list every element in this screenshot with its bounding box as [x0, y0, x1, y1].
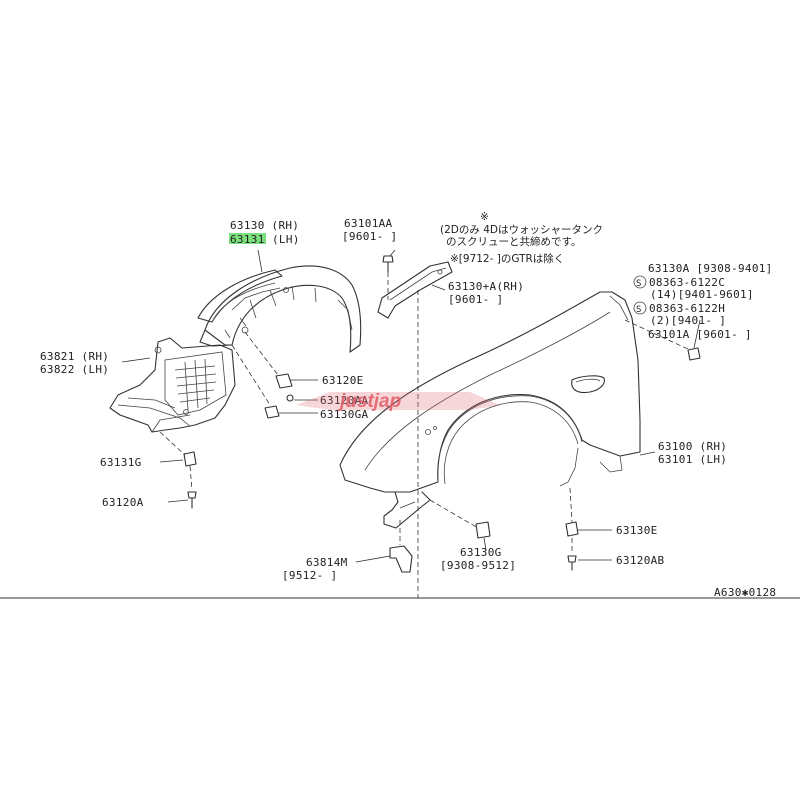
label-63130g-date: [9308-9512] [440, 559, 516, 572]
label-63131g: 63131G [100, 456, 142, 469]
label-63101a: 63101A [9601- ] [648, 328, 752, 341]
label-63821: 63821 (RH) [40, 350, 109, 363]
label-63120e: 63120E [322, 374, 364, 387]
label-63130-rh: 63130 (RH) [230, 219, 299, 232]
label-63120aa: 63120AA [320, 394, 369, 407]
label-63101aa: 63101AA [344, 217, 393, 230]
label-63814m-date: [9512- ] [282, 569, 337, 582]
splash-shield [109, 337, 236, 456]
label-63131: 63131 [230, 233, 265, 246]
label-08363-6122h-date: (2)[9401- ] [650, 314, 726, 327]
watermark-text: justjap [337, 391, 401, 412]
fender-bracket-63130a [377, 261, 453, 319]
s-symbol-2: S [636, 305, 642, 315]
label-63814m: 63814M [306, 556, 348, 569]
fasteners [159, 249, 701, 598]
inner-fender-liner [197, 249, 362, 353]
label-63101aa-date: [9601- ] [342, 230, 397, 243]
label-08363-6122c-date: (14)[9401-9601] [650, 288, 754, 301]
label-63822: 63822 (LH) [40, 363, 109, 376]
label-63100: 63100 (RH) [658, 440, 727, 453]
label-63130e: 63130E [616, 524, 658, 537]
label-63130a-plus-date: [9601- ] [448, 293, 503, 306]
label-63130ga: 63130GA [320, 408, 369, 421]
note-gtr: ※[9712- ]のGTRは除く [450, 252, 564, 265]
label-63130g: 63130G [460, 546, 502, 559]
label-08363-6122c: 08363-6122C [649, 276, 725, 289]
front-fender [339, 291, 691, 529]
part-labels: 63130 (RH) 63131 (LH) 63101AA [9601- ] ※… [40, 211, 776, 599]
note-line-2: のスクリューと共締めです。 [446, 235, 581, 248]
label-63130a: 63130A [9308-9401] [648, 262, 773, 275]
label-63120a: 63120A [102, 496, 144, 509]
watermark-logo: justjap [296, 391, 500, 412]
s-symbol-1: S [636, 279, 642, 289]
label-highlight [229, 233, 266, 244]
label-63131-lh: (LH) [272, 233, 300, 246]
label-63130a-plus: 63130+A(RH) [448, 280, 524, 293]
note-mark: ※ [480, 211, 489, 223]
note-line-1: (2Dのみ 4Dはウォッシャータンク [440, 224, 603, 236]
label-08363-6122h: 08363-6122H [649, 302, 725, 315]
figure-code: A630✱0128 [714, 586, 776, 599]
label-63120ab: 63120AB [616, 554, 665, 567]
label-63101: 63101 (LH) [658, 453, 727, 466]
